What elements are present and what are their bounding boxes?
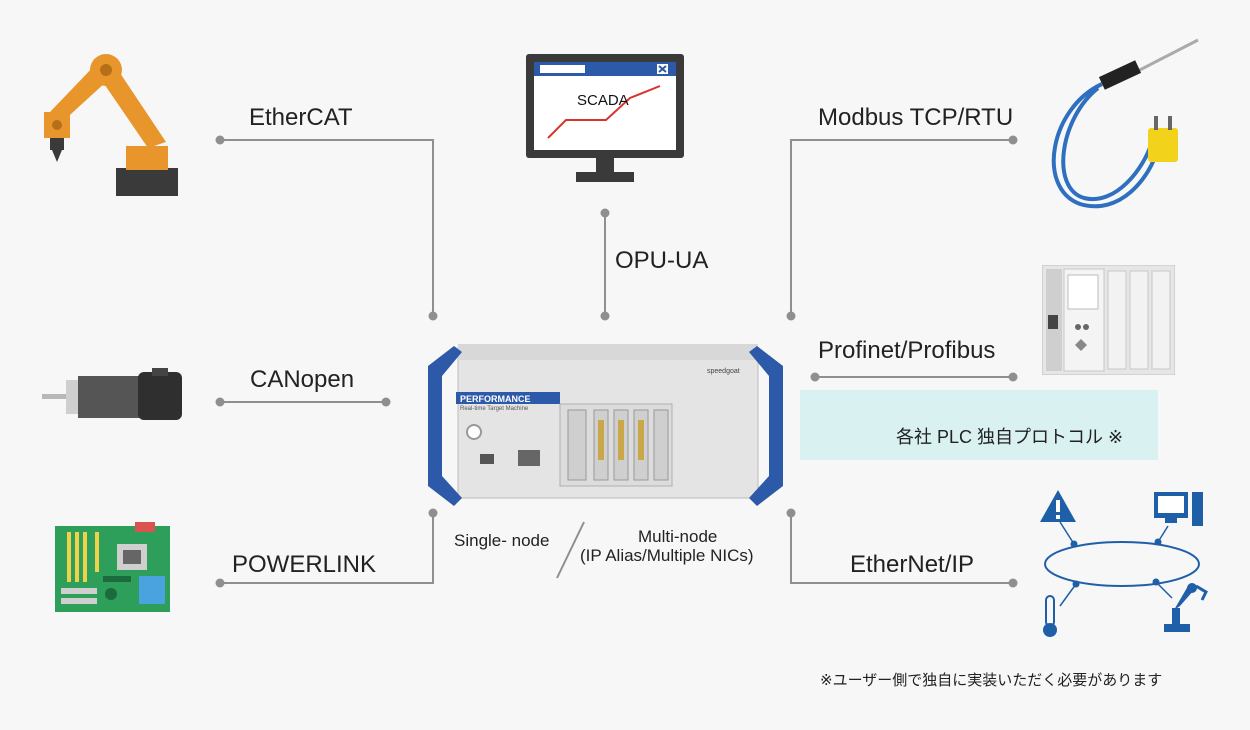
plc-protocol-label: 各社 PLC 独自プロトコル ※ bbox=[896, 427, 1124, 447]
scada-monitor-icon bbox=[526, 54, 684, 182]
node-divider bbox=[556, 521, 585, 579]
footnote: ※ユーザー側で独自に実装いただく必要があります bbox=[820, 672, 1163, 689]
robot-arm-icon bbox=[44, 54, 178, 196]
modbus-line bbox=[790, 139, 1013, 316]
speedgoat-target-machine bbox=[428, 344, 783, 506]
computer-icon bbox=[1154, 492, 1203, 526]
powerlink-label: POWERLINK bbox=[232, 551, 377, 578]
warning-icon bbox=[1040, 490, 1076, 522]
ethernet-ip-line bbox=[790, 513, 1013, 584]
powerlink-line bbox=[220, 513, 434, 584]
thermocouple-probe-icon bbox=[1051, 38, 1199, 209]
modbus-label: Modbus TCP/RTU bbox=[818, 104, 1014, 131]
multi-node-detail-label: (IP Alias/Multiple NICs) bbox=[580, 546, 754, 565]
plc-protocol-highlight bbox=[800, 390, 1158, 460]
multi-node-label: Multi-node bbox=[638, 527, 718, 546]
scada-label: SCADA bbox=[577, 92, 629, 109]
ethernet-ip-label: EtherNet/IP bbox=[850, 551, 975, 578]
device-badge-label: PERFORMANCE bbox=[460, 394, 531, 404]
plc-rack-icon bbox=[1042, 265, 1175, 375]
ethernet-ip-network-icon bbox=[1040, 490, 1208, 637]
device-brand-label: speedgoat bbox=[707, 368, 740, 375]
canopen-label: CANopen bbox=[250, 366, 355, 393]
profinet-label: Profinet/Profibus bbox=[818, 337, 996, 364]
ethercat-line bbox=[220, 139, 434, 316]
device-subtitle-label: Real-time Target Machine bbox=[460, 406, 529, 412]
servo-motor-icon bbox=[42, 368, 182, 420]
single-node-label: Single- node bbox=[454, 531, 550, 550]
circuit-board-icon bbox=[55, 522, 170, 612]
thermometer-icon bbox=[1043, 595, 1057, 637]
opcua-label: OPU-UA bbox=[615, 247, 709, 274]
robot-icon bbox=[1164, 583, 1208, 632]
ethercat-label: EtherCAT bbox=[249, 104, 353, 131]
